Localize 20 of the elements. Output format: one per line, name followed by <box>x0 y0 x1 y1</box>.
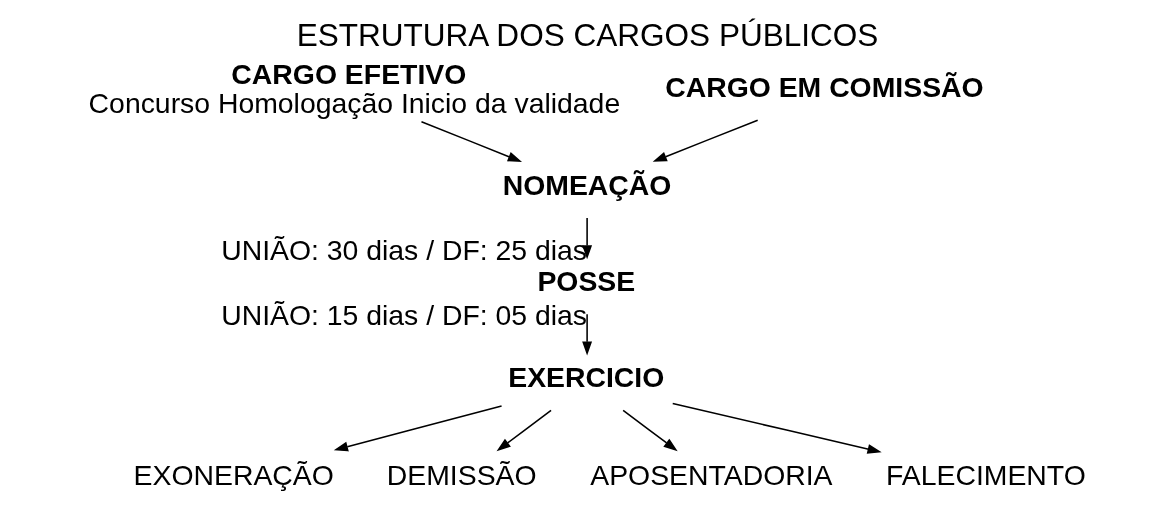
arrow <box>333 405 503 452</box>
node-text: CARGO EFETIVO Concurso Homologação Inicio da validade <box>88 58 621 119</box>
node-text: DEMISSÃO <box>386 459 537 492</box>
node-text: POSSE <box>537 265 636 298</box>
edge-label: UNIÃO: 15 dias / DF: 05 dias <box>221 299 588 332</box>
arrow <box>420 120 523 162</box>
node-text: FALECIMENTO <box>886 459 1086 492</box>
node-text: APOSENTADORIA <box>590 459 833 492</box>
arrow <box>496 409 552 452</box>
node-text: EXONERAÇÃO <box>133 459 334 492</box>
arrow <box>622 409 678 452</box>
diagram-title: ESTRUTURA DOS CARGOS PÚBLICOS <box>296 16 879 53</box>
arrow <box>582 217 593 260</box>
node-text: EXERCICIO <box>508 361 665 394</box>
node-text: CARGO EM COMISSÃO <box>665 71 984 104</box>
arrow <box>652 119 759 162</box>
edge-label: UNIÃO: 30 dias / DF: 25 dias <box>221 234 588 267</box>
arrow <box>671 402 882 454</box>
arrow <box>582 313 593 356</box>
node-text: NOMEAÇÃO <box>502 168 672 201</box>
